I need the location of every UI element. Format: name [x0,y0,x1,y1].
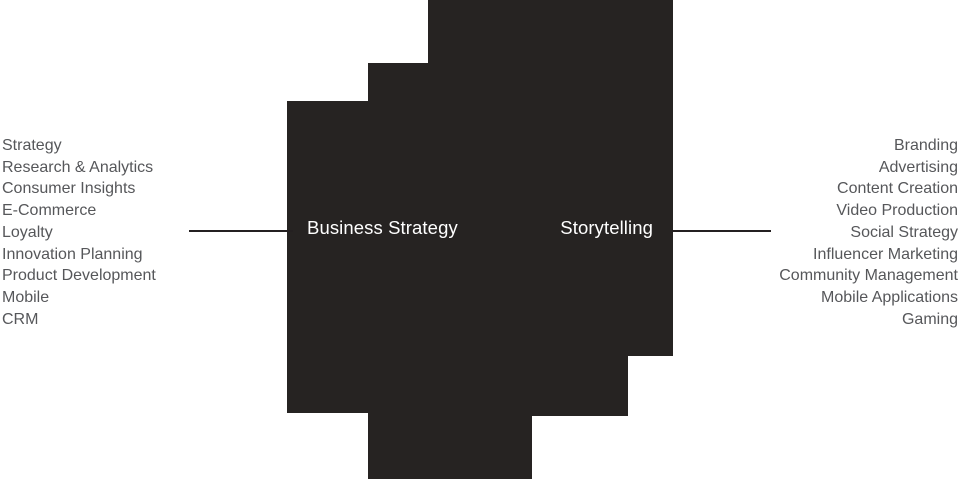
capability-item: Mobile [2,288,50,306]
capability-item: Product Development [2,267,156,285]
right-connector-line [672,229,771,232]
business-strategy-label: Business Strategy [307,217,458,238]
capability-item: Innovation Planning [2,245,143,263]
left-connector-line [189,229,293,232]
bottom-shape-rect [368,410,532,479]
capability-item: CRM [2,310,39,328]
capability-item: Community Management [779,267,958,285]
business-strategy-shape-rect [287,101,540,413]
capability-item: E-Commerce [2,202,97,220]
capability-item: Advertising [878,158,958,176]
capability-item: Consumer Insights [2,180,136,198]
capability-item: Gaming [901,310,958,328]
capability-item: Content Creation [837,180,958,198]
capability-item: Social Strategy [850,223,958,241]
capability-item: Video Production [836,202,958,220]
capability-item: Mobile Applications [821,288,958,306]
storytelling-label: Storytelling [560,217,653,238]
capability-item: Influencer Marketing [813,245,958,263]
capability-item: Branding [893,137,958,154]
capability-item: Strategy [2,137,62,154]
capability-item: Research & Analytics [2,158,154,176]
capability-item: Loyalty [2,223,53,241]
